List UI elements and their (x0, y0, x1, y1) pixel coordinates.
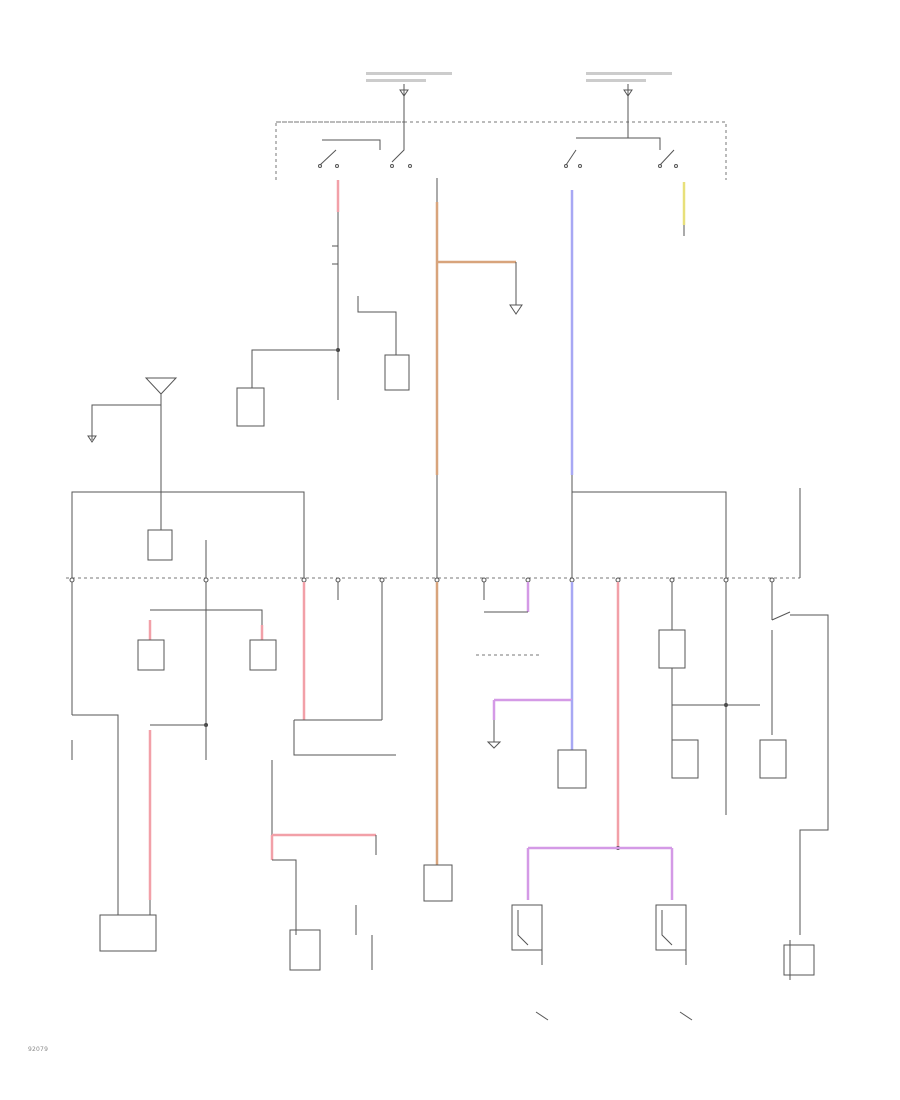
branch-center-right (476, 582, 587, 789)
left-fuse-column (251, 180, 340, 400)
branch-left-relays (137, 582, 277, 915)
fuse-terminals (69, 577, 775, 583)
figure-code: 92079 (28, 1046, 48, 1053)
top-feed-left: ​ (366, 72, 452, 120)
orange-lower-wire (423, 582, 453, 902)
branch-right-components (658, 582, 829, 980)
top-feed-right (586, 72, 672, 120)
branch-far-left (71, 582, 157, 952)
orange-feed-wire (435, 178, 523, 475)
fuse-block (66, 475, 801, 583)
branch-center-left (293, 582, 396, 756)
component-upper-left (236, 296, 410, 427)
fusible-link-left (87, 377, 178, 480)
branch-lower-left (270, 760, 377, 971)
top-relay-box (275, 120, 727, 180)
branch-right-red (511, 582, 693, 1021)
